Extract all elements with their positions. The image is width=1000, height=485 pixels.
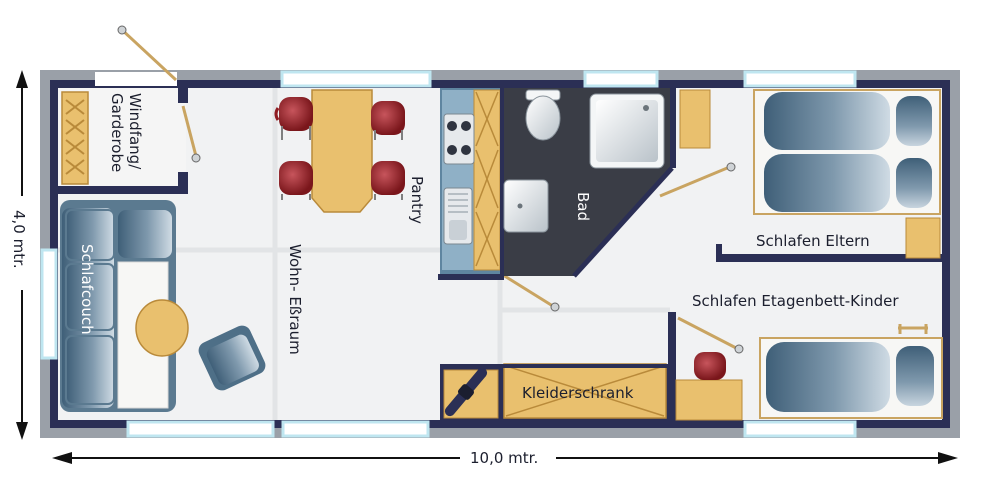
window-bottom-living [126,420,275,438]
wardrobe [440,363,668,422]
parents-door [659,164,733,198]
window-top-bath [583,70,659,88]
label-wardrobe: Kleiderschrank [522,384,634,402]
door-hinges [117,25,744,354]
label-entry-line2: Garderobe [108,93,126,172]
parents-bedroom [670,88,942,262]
bath-sink [503,179,549,233]
entry-area [58,88,188,194]
label-entry-line1: Windfang/ [126,93,144,170]
kitchen-counter [440,88,502,274]
bath-door [502,273,557,310]
dimension-horizontal [52,452,958,464]
coffee-table [135,299,189,357]
label-sofa: Schlafcouch [78,244,96,335]
vacuum-icon [444,367,488,417]
desk-chair [694,352,726,380]
nightstand-left [679,89,711,149]
label-kids: Schlafen Etagenbett-Kinder [692,292,899,310]
dining-chairs [274,97,405,200]
wall-pantry-hall [438,274,504,280]
window-top-living [280,70,432,88]
dimension-vertical [16,70,28,440]
dimension-width-label: 10,0 mtr. [470,449,538,467]
kids-door [677,316,741,352]
entry-door [118,26,178,82]
toilet-bowl [525,95,561,141]
nightstand-right [905,217,941,259]
label-pantry: Pantry [408,176,426,224]
label-entry: Windfang/ Garderobe [108,93,144,174]
bunk-ladder [898,324,928,334]
label-living: Wohn- Eßraum [286,244,304,355]
window-left [40,248,58,360]
dining-table [311,89,373,213]
window-top-entry [95,72,177,86]
label-bath: Bad [574,192,592,221]
label-parents: Schlafen Eltern [756,232,870,250]
bathroom [500,88,674,278]
kids-bedroom [668,312,943,421]
window-top-parents [743,70,857,88]
window-bottom-kids [743,420,857,438]
windows [40,70,857,438]
window-bottom-hall [281,420,430,438]
dimension-height-label: 4,0 mtr. [10,210,28,269]
armchair [198,325,266,391]
stove [443,113,475,165]
inner-entry-door [181,105,199,161]
doors [118,26,741,352]
kids-desk [675,379,743,421]
